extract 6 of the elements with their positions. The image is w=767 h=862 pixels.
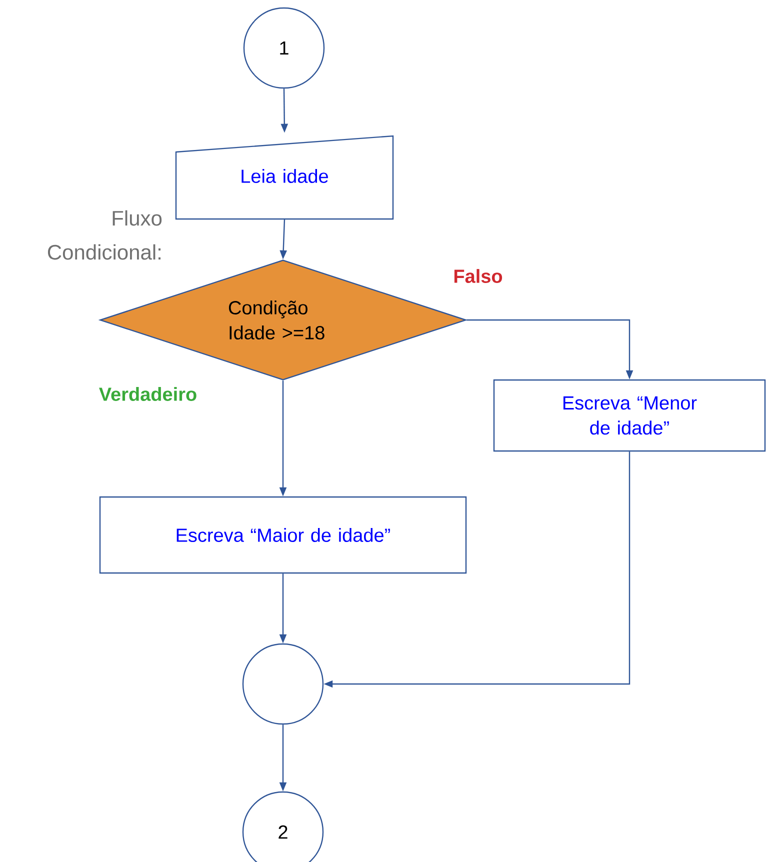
connector-circle	[242, 643, 324, 725]
edge-label: Verdadeiro	[98, 386, 198, 402]
process-box: Escreva “Menor de idade”	[493, 379, 766, 452]
input-box: Leia idade	[175, 135, 394, 220]
process-box: Escreva “Maior de idade”	[99, 496, 467, 574]
note-text: Fluxo Condicional:	[48, 210, 162, 260]
